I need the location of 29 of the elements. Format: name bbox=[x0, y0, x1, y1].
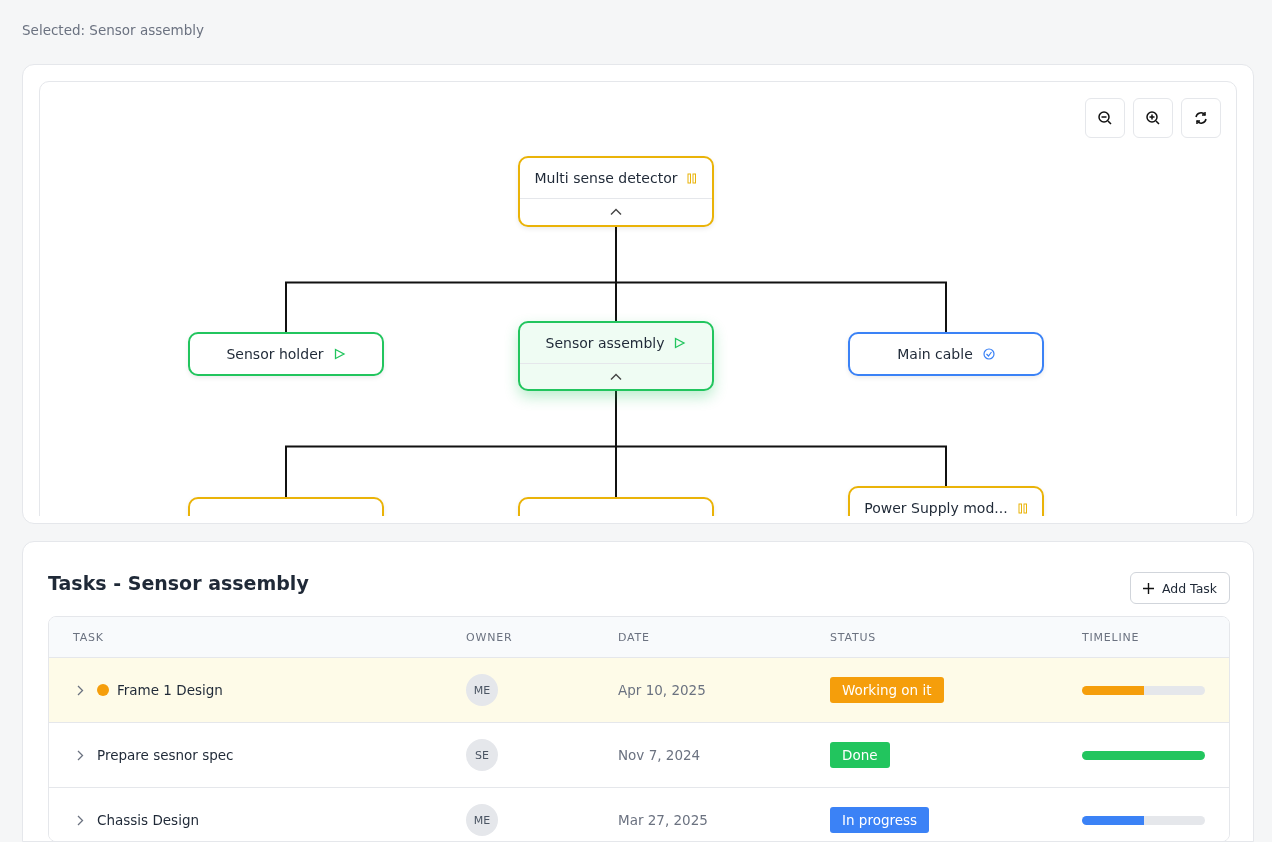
section-heading: Tasks - Sensor assembly bbox=[48, 572, 309, 594]
add-task-button: Add Task bbox=[1130, 572, 1230, 604]
status-badge: In progress bbox=[830, 807, 930, 833]
owner-avatar: ME bbox=[466, 804, 498, 836]
column-header: TIMELINE bbox=[1082, 631, 1140, 644]
task-name: Chassis Design bbox=[97, 812, 199, 828]
node-title: Sensor holder bbox=[226, 346, 324, 362]
selection-text: Selected: Sensor assembly bbox=[22, 22, 205, 38]
column-header: OWNER bbox=[466, 631, 513, 644]
column-header: DATE bbox=[618, 631, 650, 644]
node-title: Main cable bbox=[897, 346, 973, 362]
owner-avatar: SE bbox=[466, 739, 498, 771]
tree-node-card bbox=[188, 332, 384, 376]
column-header: TASK bbox=[73, 631, 104, 644]
task-name: Frame 1 Design bbox=[117, 682, 223, 698]
tree-node-card bbox=[848, 332, 1044, 376]
status-badge: Done bbox=[830, 742, 890, 768]
task-name: Prepare sesnor spec bbox=[97, 747, 234, 763]
node-title: Power Supply mod... bbox=[864, 500, 1008, 516]
date-text: Apr 10, 2025 bbox=[618, 682, 706, 698]
tree-node-card bbox=[518, 321, 714, 391]
status-badge: Working on it bbox=[830, 677, 944, 703]
node-title: Sensor assembly bbox=[545, 335, 665, 351]
date-text: Mar 27, 2025 bbox=[618, 812, 708, 828]
owner-avatar: ME bbox=[466, 674, 498, 706]
date-text: Nov 7, 2024 bbox=[618, 747, 701, 763]
column-header: STATUS bbox=[830, 631, 877, 644]
tree-node-card bbox=[518, 156, 714, 227]
node-title: Multi sense detector bbox=[534, 170, 678, 186]
